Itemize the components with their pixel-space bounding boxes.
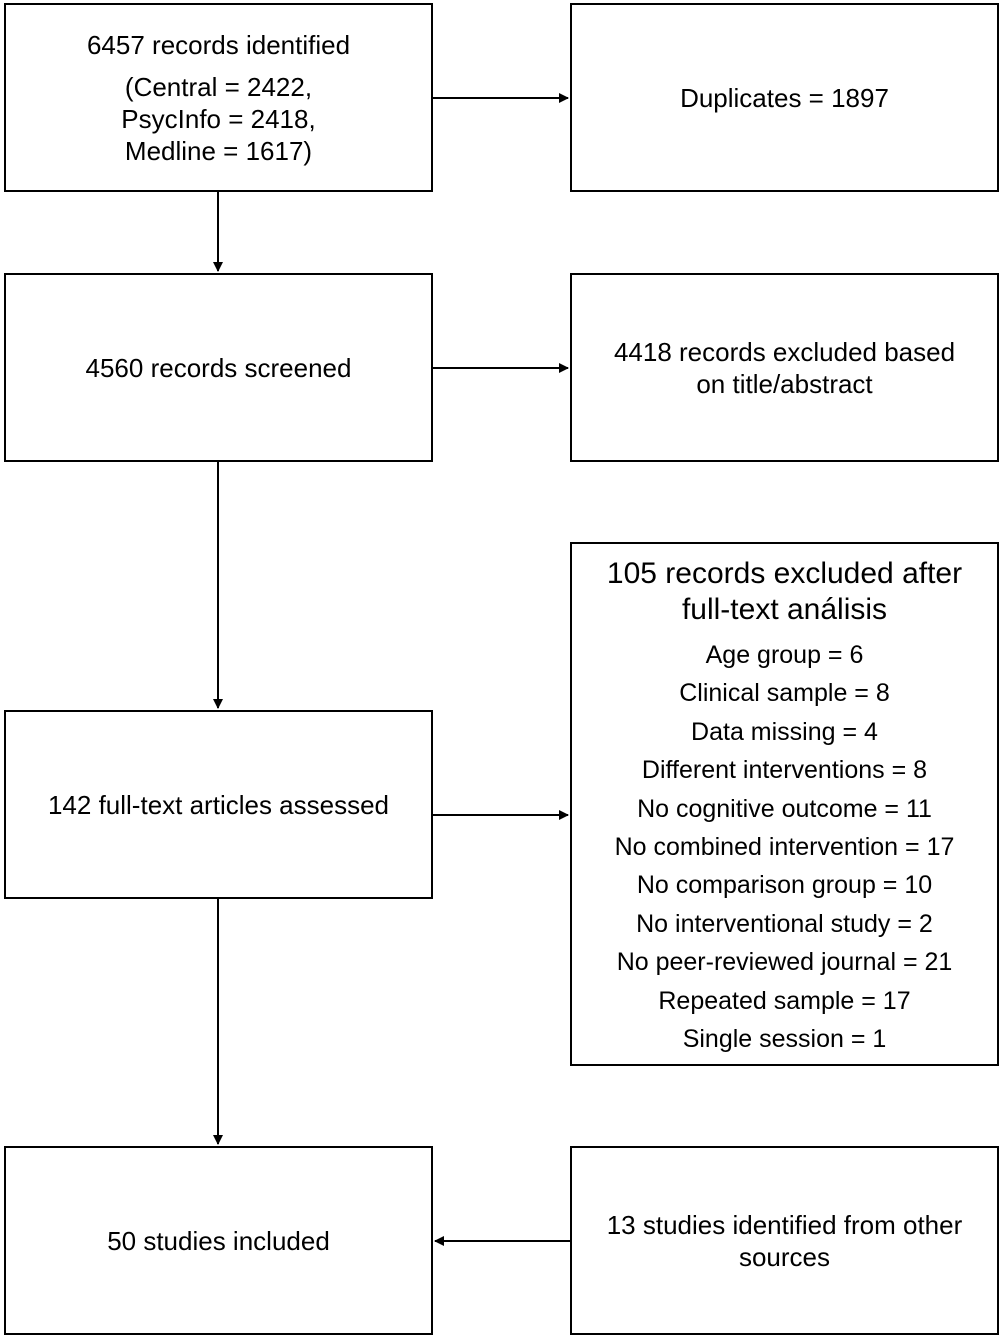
fulltext-assessed-text: 142 full-text articles assessed [47,789,390,820]
excluded-title-line-2: on title/abstract [696,368,873,399]
reason-item: No cognitive outcome = 11 [637,794,932,823]
exclusion-reasons-list: Age group = 6 Clinical sample = 8 Data m… [615,636,955,1058]
records-identified-box: 6457 records identified (Central = 2422,… [4,3,433,192]
source-central: (Central = 2422, [124,71,313,102]
records-identified-title: 6457 records identified [86,29,351,60]
reason-item: No peer-reviewed journal = 21 [616,948,953,977]
other-sources-line-2: sources [738,1241,831,1272]
excluded-fulltext-box: 105 records excluded after full-text aná… [570,542,999,1066]
reason-item: No comparison group = 10 [636,871,933,900]
source-psycinfo: PsycInfo = 2418, [121,103,316,134]
fulltext-assessed-box: 142 full-text articles assessed [4,710,433,899]
excluded-fulltext-title: 105 records excluded after full-text aná… [607,556,962,628]
reason-item: Data missing = 4 [691,717,878,746]
reason-item: Repeated sample = 17 [658,986,911,1015]
source-medline: Medline = 1617) [124,135,313,166]
duplicates-text: Duplicates = 1897 [680,82,889,113]
reason-item: Single session = 1 [682,1025,887,1054]
excluded-fulltext-title-line-1: 105 records excluded after [606,557,963,590]
excluded-fulltext-title-line-2: full-text análisis [681,593,888,626]
studies-included-box: 50 studies included [4,1146,433,1335]
reason-item: Age group = 6 [705,641,864,669]
excluded-title-line-1: 4418 records excluded based [613,336,956,367]
reason-item: Different interventions = 8 [641,756,928,785]
other-sources-line-1: 13 studies identified from other [606,1209,963,1240]
other-sources-box: 13 studies identified from other sources [570,1146,999,1335]
reason-item: No combined intervention = 17 [614,833,955,862]
reason-item: Clinical sample = 8 [679,679,890,708]
excluded-title-abstract-box: 4418 records excluded based on title/abs… [570,273,999,462]
records-screened-text: 4560 records screened [85,352,352,383]
duplicates-box: Duplicates = 1897 [570,3,999,192]
records-screened-box: 4560 records screened [4,273,433,462]
studies-included-text: 50 studies included [107,1225,330,1256]
reason-item: No interventional study = 2 [636,909,933,938]
